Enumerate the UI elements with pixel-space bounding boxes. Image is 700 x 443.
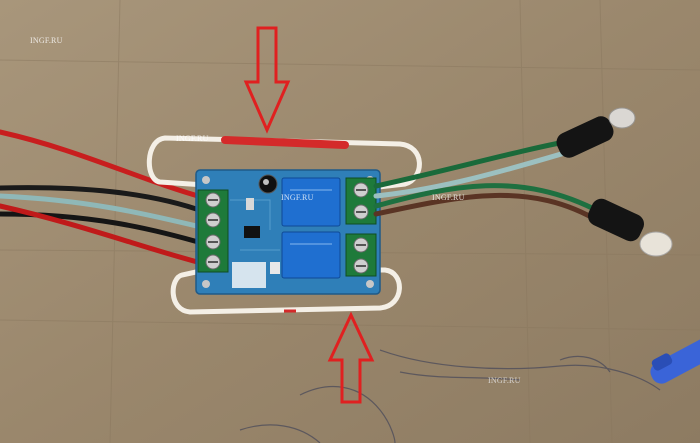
- blue-pen: [650, 338, 700, 384]
- relay-board: [195, 169, 381, 295]
- light-blue-wire-right: [373, 147, 578, 199]
- relay-2: [281, 231, 341, 279]
- red-wire-top: [0, 129, 208, 201]
- relay-1: [281, 177, 341, 227]
- ic-chip: [244, 226, 260, 238]
- watermark: INGF.RU: [281, 193, 314, 202]
- red-wire-bottom: [0, 203, 208, 267]
- black-wire: [0, 185, 208, 215]
- lamp-socket-bottom: [587, 198, 673, 257]
- terminal-block-left: [197, 189, 229, 273]
- terminal-block-right: [345, 177, 377, 277]
- green-wire-1: [373, 137, 578, 189]
- lamp-socket-top: [556, 107, 636, 158]
- watermark: INGF.RU: [176, 134, 209, 143]
- arrow-down: [243, 26, 291, 134]
- pen-scribbles: [239, 349, 661, 443]
- brown-wire: [373, 192, 603, 225]
- arrow-up: [327, 311, 375, 404]
- green-wire-2: [373, 183, 603, 215]
- light-blue-wire: [0, 193, 208, 231]
- watermark: INGF.RU: [30, 36, 63, 45]
- left-wires: [0, 129, 208, 267]
- watermark: INGF.RU: [488, 376, 521, 385]
- right-wires: [373, 137, 603, 225]
- watermark: INGF.RU: [432, 193, 465, 202]
- red-sleeve: [221, 136, 349, 149]
